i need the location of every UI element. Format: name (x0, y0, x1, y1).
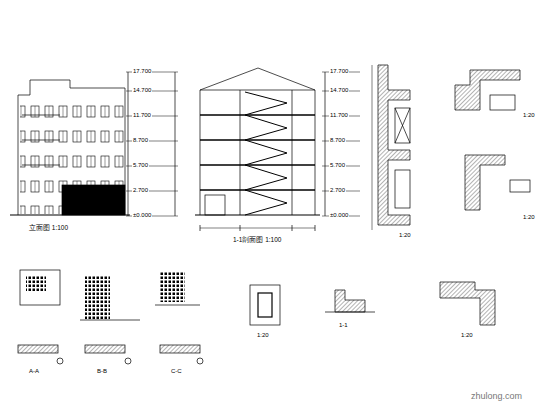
elevation-mark: 17.700 (329, 68, 349, 75)
scale-note: 1:20 (256, 332, 270, 339)
watermark: zhulong.com (470, 392, 523, 402)
elevation-mark: 2.700 (329, 187, 346, 194)
view-title: 立面图 1:100 (28, 224, 69, 231)
section-tag: B-B (96, 368, 108, 375)
scale-note: 1:20 (522, 112, 536, 119)
elevation-mark: 11.700 (329, 112, 349, 119)
section-tag: A-A (28, 368, 40, 375)
elevation-mark: 8.700 (329, 137, 346, 144)
elevation-mark: 14.700 (132, 87, 152, 94)
view-title: 1-1剖面图 1:100 (232, 236, 282, 243)
elevation-mark: 14.700 (329, 87, 349, 94)
elevation-mark: ±0.000 (132, 212, 152, 219)
scale-note: 1:20 (398, 232, 412, 239)
elevation-mark: 17.700 (132, 68, 152, 75)
scale-note: 1:20 (522, 214, 536, 221)
elevation-mark: 5.700 (329, 162, 346, 169)
elevation-mark: ±0.000 (329, 212, 349, 219)
elevation-mark: 8.700 (132, 137, 149, 144)
scale-note: 1:20 (460, 332, 474, 339)
section-tag: C-C (170, 368, 183, 375)
elevation-mark: 2.700 (132, 187, 149, 194)
elevation-mark: 11.700 (132, 112, 152, 119)
section-tag: 1-1 (338, 322, 349, 329)
elevation-mark: 5.700 (132, 162, 149, 169)
